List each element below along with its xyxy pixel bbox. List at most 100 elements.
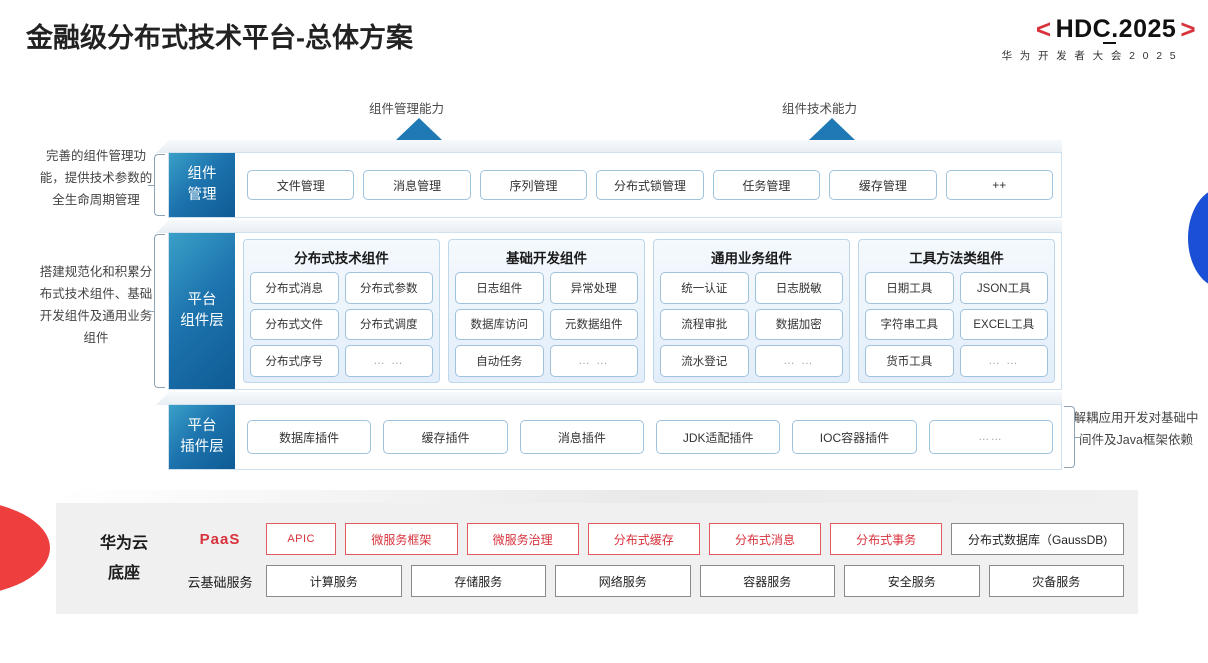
band-plugin-bevel bbox=[156, 392, 1062, 405]
chip-cache-management[interactable]: 缓存管理 bbox=[829, 170, 937, 200]
chip-jdk-adapter-plugin[interactable]: JDK适配插件 bbox=[655, 420, 781, 454]
group-title: 基础开发组件 bbox=[506, 251, 587, 266]
chip-sequence-management[interactable]: 序列管理 bbox=[479, 170, 588, 200]
arrow-label-component-technology: 组件技术能力 bbox=[782, 102, 858, 116]
hdc-logo-text: HDC.2025 bbox=[1055, 15, 1177, 44]
hdc-logo: < HDC.2025 > 华 为 开 发 者 大 会 2 0 2 5 bbox=[936, 14, 1196, 63]
chip-disaster-recovery-service[interactable]: 灾备服务 bbox=[988, 565, 1124, 597]
chip-distributed-message[interactable]: 分布式消息 bbox=[708, 523, 822, 555]
chip-distributed-parameter[interactable]: 分布式参数 bbox=[344, 272, 433, 304]
chip-security-service[interactable]: 安全服务 bbox=[844, 565, 980, 597]
chip-distributed-cache[interactable]: 分布式缓存 bbox=[587, 523, 700, 555]
layer-platform-plugins: 平台 插件层 数据库插件 缓存插件 消息插件 JDK适配插件 IOC容器插件 …… bbox=[168, 404, 1062, 470]
chip-distributed-lock-management[interactable]: 分布式锁管理 bbox=[596, 170, 704, 200]
chip-message-management[interactable]: 消息管理 bbox=[363, 170, 471, 200]
chip-network-service[interactable]: 网络服务 bbox=[555, 565, 691, 597]
chip-distributed-transaction[interactable]: 分布式事务 bbox=[830, 523, 943, 555]
group-title: 通用业务组件 bbox=[711, 251, 792, 266]
chip-apic[interactable]: APIC bbox=[266, 523, 337, 555]
group-grid: 统一认证 日志脱敏 流程审批 数据加密 流水登记 … … bbox=[660, 272, 843, 377]
group-grid: 分布式消息 分布式参数 分布式文件 分布式调度 分布式序号 … … bbox=[250, 272, 433, 377]
chip-distributed-file[interactable]: 分布式文件 bbox=[250, 308, 339, 341]
layer-label-platform-plugins: 平台 插件层 bbox=[169, 405, 235, 469]
page-title: 金融级分布式技术平台-总体方案 bbox=[26, 23, 413, 53]
chip-database-access[interactable]: 数据库访问 bbox=[455, 308, 544, 341]
chip-message-plugin[interactable]: 消息插件 bbox=[519, 420, 644, 454]
chip-transaction-register[interactable]: 流水登记 bbox=[660, 345, 749, 377]
red-wedge-decoration bbox=[0, 500, 50, 596]
band-manage-bevel bbox=[156, 140, 1062, 153]
band-platform-bevel bbox=[156, 220, 1062, 233]
layer-label-line1: 组件 bbox=[187, 165, 217, 182]
chip-excel-tool[interactable]: EXCEL工具 bbox=[959, 308, 1048, 341]
chip-distributed-database-gaussdb[interactable]: 分布式数据库（GaussDB) bbox=[951, 523, 1125, 555]
chip-auto-task[interactable]: 自动任务 bbox=[455, 345, 544, 377]
chip-microservice-framework[interactable]: 微服务框架 bbox=[345, 523, 458, 555]
chip-task-management[interactable]: 任务管理 bbox=[712, 170, 821, 200]
chip-log-desensitization[interactable]: 日志脱敏 bbox=[754, 272, 843, 304]
chip-json-tool[interactable]: JSON工具 bbox=[959, 272, 1048, 304]
chip-add-more[interactable]: ++ bbox=[945, 170, 1053, 200]
chip-metadata-component[interactable]: 元数据组件 bbox=[549, 308, 638, 341]
chip-storage-service[interactable]: 存储服务 bbox=[410, 565, 546, 597]
side-note-left-top: 完善的组件管理功能，提供技术参数的全生命周期管理 bbox=[39, 149, 153, 207]
group-distributed-tech: 分布式技术组件 分布式消息 分布式参数 分布式文件 分布式调度 分布式序号 … … bbox=[243, 239, 440, 383]
layer-label-component-management: 组件 管理 bbox=[169, 153, 235, 217]
chip-more-dots[interactable]: … … bbox=[344, 345, 433, 377]
side-note-right: 解耦应用开发对基础中间件及Java框架依赖 bbox=[1073, 411, 1199, 447]
base-title-line2: 底座 bbox=[107, 564, 140, 582]
layer-label-platform-components: 平台 组件层 bbox=[169, 233, 235, 389]
chip-log-component[interactable]: 日志组件 bbox=[455, 272, 544, 304]
blue-lens-decoration bbox=[1188, 188, 1208, 288]
chip-more-dots[interactable]: … … bbox=[754, 345, 843, 377]
hdc-right-bracket-icon: > bbox=[1180, 14, 1196, 44]
bracket-right bbox=[1064, 406, 1081, 468]
chip-distributed-sequence[interactable]: 分布式序号 bbox=[250, 345, 339, 377]
arrow-label-component-management: 组件管理能力 bbox=[369, 102, 445, 116]
chip-date-tool[interactable]: 日期工具 bbox=[865, 272, 954, 304]
chip-more-dots[interactable]: … … bbox=[959, 345, 1048, 377]
layer-label-line2: 插件层 bbox=[180, 439, 224, 455]
side-note-left-mid: 搭建规范化和积累分布式技术组件、基础开发组件及通用业务组件 bbox=[39, 265, 153, 345]
layer-component-management: 组件 管理 文件管理 消息管理 序列管理 分布式锁管理 任务管理 缓存管理 ++ bbox=[168, 152, 1062, 218]
component-management-chip-list: 文件管理 消息管理 序列管理 分布式锁管理 任务管理 缓存管理 ++ bbox=[247, 153, 1053, 217]
chip-file-management[interactable]: 文件管理 bbox=[247, 170, 355, 200]
hdc-logo-main: < HDC.2025 > bbox=[936, 14, 1196, 45]
layer-label-line2: 管理 bbox=[187, 187, 217, 203]
base-rows: PaaS APIC 微服务框架 微服务治理 分布式缓存 分布式消息 分布式事务 … bbox=[174, 511, 1125, 606]
bracket-left-mid bbox=[148, 234, 165, 388]
chip-process-approval[interactable]: 流程审批 bbox=[660, 308, 749, 341]
layer-label-line1: 平台 bbox=[187, 417, 217, 434]
chip-ioc-container-plugin[interactable]: IOC容器插件 bbox=[792, 420, 917, 454]
platform-component-groups: 分布式技术组件 分布式消息 分布式参数 分布式文件 分布式调度 分布式序号 … … bbox=[243, 239, 1055, 383]
huawei-cloud-base: 华为云 底座 PaaS APIC 微服务框架 微服务治理 分布式缓存 分布式消息… bbox=[56, 503, 1138, 614]
chip-exception-handling[interactable]: 异常处理 bbox=[549, 272, 638, 304]
group-title: 分布式技术组件 bbox=[294, 251, 389, 266]
cloud-services-label: 云基础服务 bbox=[187, 574, 253, 590]
base-row-cloud-services: 云基础服务 计算服务 存储服务 网络服务 容器服务 安全服务 灾备服务 bbox=[174, 565, 1124, 597]
chip-database-plugin[interactable]: 数据库插件 bbox=[247, 420, 372, 454]
chip-data-encryption[interactable]: 数据加密 bbox=[754, 308, 843, 341]
hdc-left-bracket-icon: < bbox=[1035, 14, 1052, 44]
chip-currency-tool[interactable]: 货币工具 bbox=[865, 345, 954, 377]
group-basic-development: 基础开发组件 日志组件 异常处理 数据库访问 元数据组件 自动任务 … … bbox=[448, 239, 645, 383]
chip-cache-plugin[interactable]: 缓存插件 bbox=[383, 420, 508, 454]
group-title: 工具方法类组件 bbox=[909, 251, 1004, 266]
chip-more-dots[interactable]: … … bbox=[549, 345, 638, 377]
chip-unified-auth[interactable]: 统一认证 bbox=[660, 272, 749, 304]
chip-container-service[interactable]: 容器服务 bbox=[699, 565, 835, 597]
chip-distributed-schedule[interactable]: 分布式调度 bbox=[344, 308, 433, 341]
hdc-logo-subtitle: 华 为 开 发 者 大 会 2 0 2 5 bbox=[1001, 50, 1178, 62]
chip-distributed-message[interactable]: 分布式消息 bbox=[250, 272, 339, 304]
layer-label-line2: 组件层 bbox=[180, 313, 224, 329]
layer-platform-components: 平台 组件层 分布式技术组件 分布式消息 分布式参数 分布式文件 分布式调度 分… bbox=[168, 232, 1062, 390]
group-grid: 日志组件 异常处理 数据库访问 元数据组件 自动任务 … … bbox=[455, 272, 638, 377]
base-row-paas: PaaS APIC 微服务框架 微服务治理 分布式缓存 分布式消息 分布式事务 … bbox=[174, 523, 1125, 555]
plugin-chip-list: 数据库插件 缓存插件 消息插件 JDK适配插件 IOC容器插件 …… bbox=[247, 405, 1053, 469]
chip-string-tool[interactable]: 字符串工具 bbox=[865, 308, 954, 341]
paas-label: PaaS bbox=[199, 530, 241, 548]
chip-microservice-governance[interactable]: 微服务治理 bbox=[466, 523, 579, 555]
chip-more-dots[interactable]: …… bbox=[928, 420, 1053, 454]
chip-compute-service[interactable]: 计算服务 bbox=[266, 565, 402, 597]
